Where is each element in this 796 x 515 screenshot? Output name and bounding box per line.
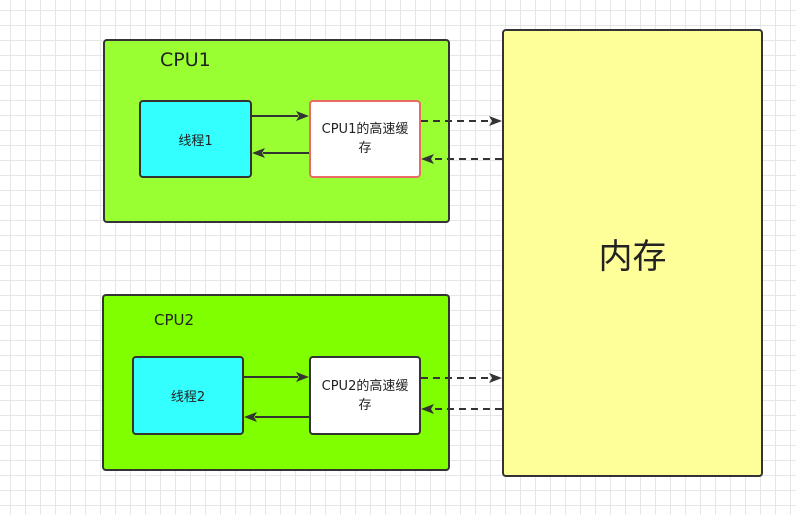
thread1-box: 线程1 — [139, 100, 252, 178]
thread1-label: 线程1 — [178, 133, 213, 149]
cpu2-cache-box: CPU2的高速缓存 — [309, 356, 421, 435]
cpu2-cache-label: CPU2的高速缓存 — [321, 378, 409, 413]
cpu2-label: CPU2 — [154, 311, 195, 329]
cpu1-cache-box: CPU1的高速缓存 — [309, 100, 421, 178]
memory-label: 内存 — [598, 236, 667, 277]
thread2-label: 线程2 — [170, 390, 206, 405]
cpu1-cache-label: CPU1的高速缓存 — [321, 122, 409, 156]
cpu1-label: CPU1 — [160, 49, 211, 71]
thread2-box: 线程2 — [132, 356, 244, 435]
memory-box: 内存 — [502, 29, 763, 477]
